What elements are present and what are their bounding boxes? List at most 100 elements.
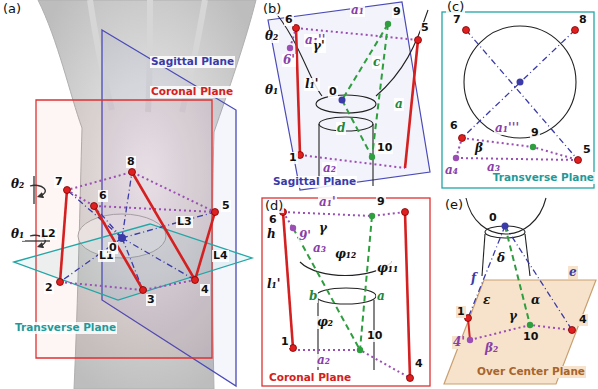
figure-label: Transverse Plane: [14, 322, 117, 334]
figure-label: 6: [284, 14, 294, 26]
coronal-frame: [262, 198, 430, 386]
drawing-part: [525, 234, 530, 276]
drawing-part: [482, 234, 485, 276]
point: [369, 213, 375, 219]
figure-label: 4: [578, 314, 588, 326]
drawing-part: [60, 238, 122, 282]
figure-label: 8: [578, 14, 588, 26]
drawing-part: [575, 157, 582, 164]
figure-label: a₁: [350, 4, 365, 17]
drawing-part: [60, 190, 67, 282]
figure-label: β: [474, 142, 484, 155]
figure-label: a: [376, 290, 386, 303]
figure-label: 6: [98, 190, 108, 202]
point: [369, 154, 375, 160]
figure-label: 0: [108, 242, 118, 254]
figure-label: (e): [444, 198, 464, 212]
drawing-part: [415, 37, 422, 44]
drawing-part: [30, 185, 45, 196]
figure-label: 1: [288, 152, 298, 164]
figure-label: β₂: [484, 342, 499, 355]
drawing-part: [57, 279, 64, 286]
platform-outline: [60, 172, 215, 290]
drawing-part: [283, 212, 293, 348]
drawing-part: [67, 190, 122, 238]
over-center-plane: [444, 280, 596, 384]
figure-label: θ₁: [264, 84, 279, 97]
figure-label: 7: [54, 176, 64, 188]
drawing-part: [140, 287, 147, 294]
drawing-part: [462, 30, 575, 138]
drawing-part: [91, 203, 98, 210]
figure-label: 5: [420, 22, 430, 34]
figure-label: a₁''': [494, 122, 520, 135]
vector-lines: [293, 216, 372, 350]
drawing-part: [466, 198, 546, 234]
figure-label: θ₂: [10, 178, 25, 191]
figure-label: φ₂: [316, 316, 334, 329]
joint-points: [465, 315, 576, 334]
drawing-part: [293, 228, 360, 350]
drawing-part: [316, 95, 376, 113]
actuator-lines: [296, 28, 418, 168]
figure-label: δ: [496, 252, 506, 265]
axis-lines: [468, 226, 572, 330]
drawing-part: [405, 40, 418, 168]
figure-label: Transverse Plane: [492, 172, 595, 184]
figure-label: b: [308, 290, 318, 303]
drawing-part: [64, 187, 71, 194]
drawing-part: [296, 28, 300, 155]
drawing-part: [195, 212, 215, 280]
joint-points: [459, 27, 582, 164]
drawing-part: [316, 288, 376, 304]
drawing-part: [462, 138, 578, 160]
figure-label: f: [470, 272, 477, 285]
wrist-sketch: [270, 6, 428, 186]
projection-point: [467, 337, 473, 343]
figure-label: φ₁₂: [334, 248, 357, 261]
drawing-part: [22, 240, 50, 241]
figure-label: 9: [376, 196, 386, 208]
figure-label: d: [336, 122, 346, 135]
actuator-lines: [60, 172, 215, 290]
figure-label: 3: [146, 294, 156, 306]
drawing-part: [407, 375, 414, 382]
joint-points: [57, 169, 219, 294]
transverse-frame: [442, 12, 594, 188]
figure-label: 6: [449, 120, 459, 132]
platform-outline: [456, 138, 578, 160]
figure-label: 5: [221, 200, 231, 212]
sagittal-plane: [268, 2, 430, 190]
figure-label: L2: [40, 228, 57, 240]
figure-label: θ₁: [10, 228, 25, 241]
figure-label: Sagittal Plane: [272, 176, 357, 188]
platform-outline: [283, 212, 410, 378]
figure-label: α: [530, 294, 541, 307]
drawing-part: [342, 24, 388, 100]
vector-lines: [342, 24, 388, 157]
drawing-part: [283, 212, 405, 216]
axis-lines: [60, 172, 215, 290]
figure-label: 10: [376, 142, 393, 154]
figure-label: 4': [452, 336, 466, 349]
figure-label: 7: [452, 14, 462, 26]
base-circle: [464, 26, 576, 138]
drawing-part: [505, 226, 572, 330]
drawing-part: [569, 327, 576, 334]
projection-point: [453, 155, 459, 161]
figure-label: φ₁₁: [376, 262, 399, 275]
figure-label: L4: [212, 250, 229, 262]
figure-label: l₁': [304, 78, 320, 91]
figure-label: (d): [264, 199, 284, 213]
drawing-part: [459, 135, 466, 142]
figure-label: a₄: [444, 164, 459, 177]
coronal-plane: [36, 100, 212, 358]
drawing-part: [463, 27, 470, 34]
drawing-part: [468, 226, 505, 318]
point: [385, 21, 391, 27]
wrist-sketch: [466, 198, 546, 276]
drawing-part: [456, 158, 578, 160]
drawing-part: [300, 155, 405, 168]
figure-label: c: [372, 56, 381, 69]
